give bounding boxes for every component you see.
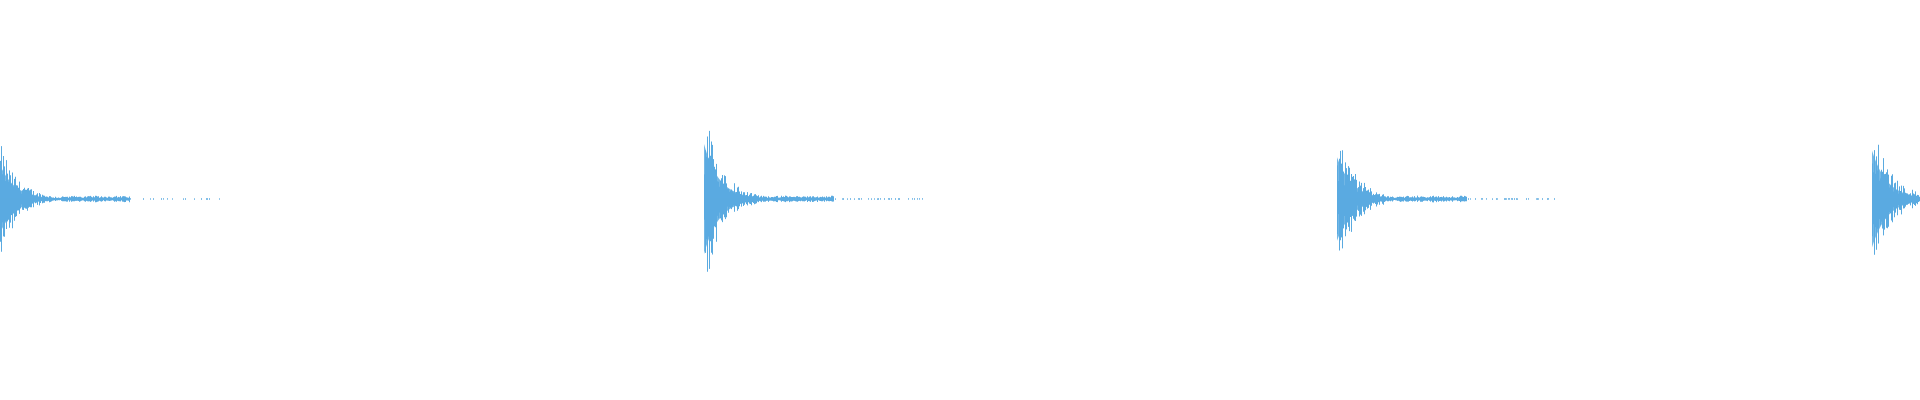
transient-4 xyxy=(1872,144,1920,255)
transient-3 xyxy=(1337,150,1555,251)
waveform-transients xyxy=(0,130,1920,272)
transient-2 xyxy=(704,130,923,272)
transient-1 xyxy=(0,146,220,252)
